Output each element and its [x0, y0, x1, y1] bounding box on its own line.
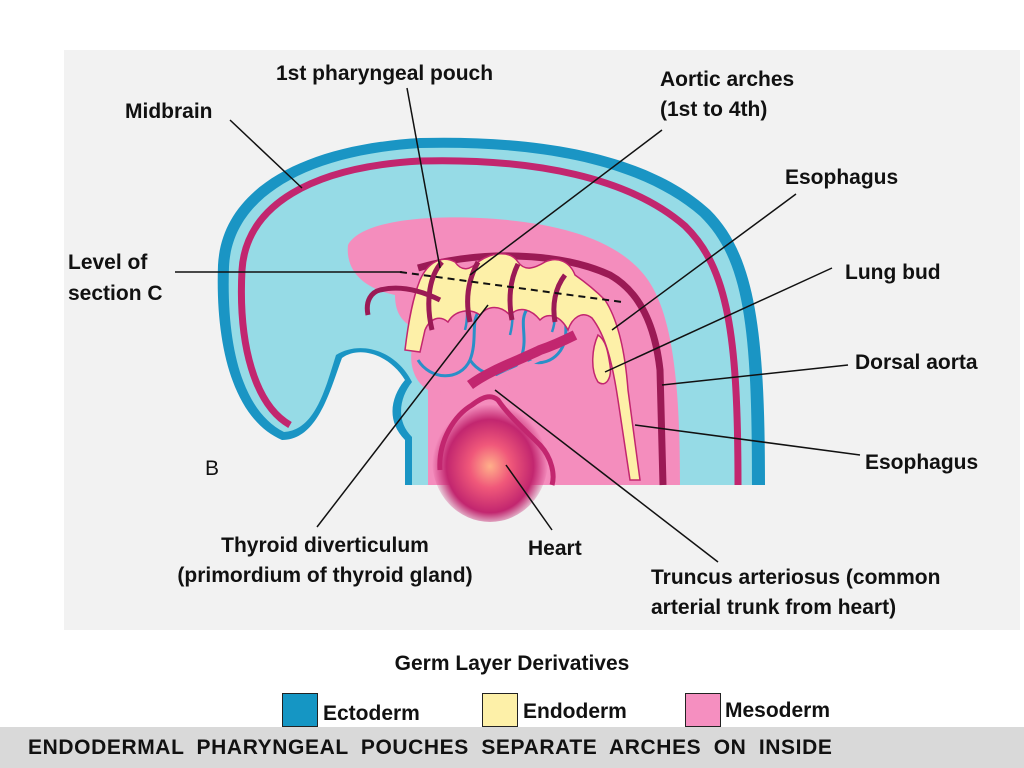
footer-bar [0, 727, 1024, 768]
leader-dorsal-aorta [661, 364, 849, 386]
section-c-level-line [399, 271, 623, 303]
label-lung-bud: Lung bud [845, 261, 941, 284]
legend-swatch-endoderm [482, 693, 518, 727]
dorsal-aorta-vessel [417, 252, 667, 486]
leader-heart [505, 464, 553, 531]
label-esophagus-bottom: Esophagus [865, 451, 979, 474]
leader-aortic-arches [469, 129, 663, 276]
leader-lines [175, 87, 861, 563]
legend-swatch-mesoderm [685, 693, 721, 727]
label-thyroid-line1: Thyroid diverticulum [221, 534, 429, 557]
legend-title: Germ Layer Derivatives [394, 652, 630, 675]
mesoderm-boundary-line [237, 157, 742, 486]
footer-caption: ENDODERMAL PHARYNGEAL POUCHES SEPARATE A… [28, 736, 833, 759]
label-thyroid-line2: (primordium of thyroid gland) [177, 564, 473, 587]
label-midbrain: Midbrain [125, 100, 213, 123]
label-dorsal-aorta: Dorsal aorta [855, 351, 978, 374]
leader-lung-bud [604, 267, 833, 373]
truncus-wall [467, 330, 578, 390]
leader-midbrain [229, 119, 303, 189]
legend-label-ectoderm: Ectoderm [323, 702, 420, 725]
legend-swatch-ectoderm [282, 693, 318, 727]
endoderm-pharynx [404, 253, 641, 481]
leader-thyroid [316, 304, 489, 528]
label-truncus-line2: arterial trunk from heart) [651, 596, 897, 619]
leader-esophagus-top [611, 193, 797, 331]
heart-glow [432, 398, 548, 522]
panel-letter-b: B [205, 457, 220, 480]
aortic-arches [364, 260, 568, 331]
heart-chamber-outline [437, 394, 556, 486]
legend-label-mesoderm: Mesoderm [725, 699, 831, 722]
leader-truncus [494, 389, 719, 563]
leader-esophagus-bottom [634, 424, 861, 456]
label-aortic-arches-line2: (1st to 4th) [660, 98, 768, 121]
label-level-of: Level of [68, 251, 148, 274]
label-heart: Heart [528, 537, 582, 560]
label-1st-pharyngeal-pouch: 1st pharyngeal pouch [276, 62, 494, 85]
label-esophagus-top: Esophagus [785, 166, 899, 189]
leader-pharyngeal-pouch [406, 87, 441, 269]
truncus-lumen [476, 356, 543, 392]
label-truncus-line1: Truncus arteriosus (common [651, 566, 941, 589]
label-aortic-arches-line1: Aortic arches [660, 68, 795, 91]
legend-label-endoderm: Endoderm [523, 700, 627, 723]
label-section-c: section C [68, 282, 163, 305]
